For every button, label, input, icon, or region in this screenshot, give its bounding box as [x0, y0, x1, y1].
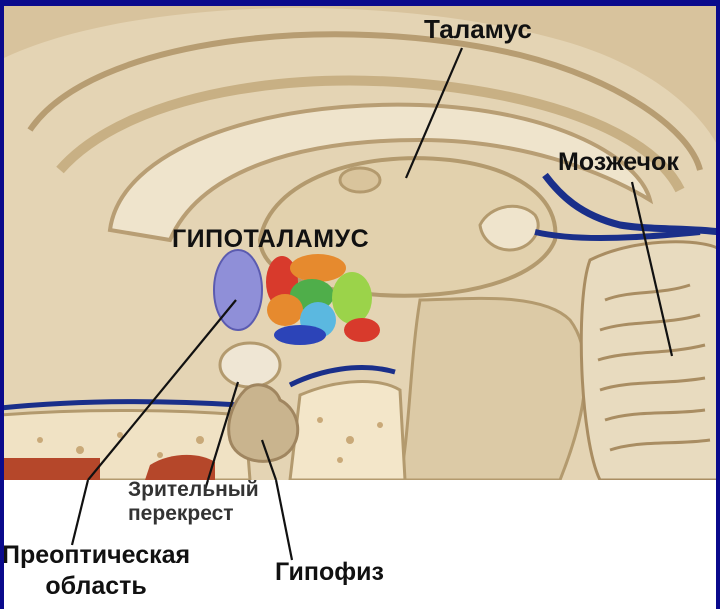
label-hypothalamus: ГИПОТАЛАМУС	[172, 227, 369, 252]
pointer-preoptic-lower	[72, 480, 88, 545]
pointer-pituitary-lower	[276, 480, 292, 560]
brainstem	[400, 298, 585, 480]
optic-chiasm-shape	[220, 343, 280, 387]
nucleus-lightgreen	[332, 272, 372, 324]
label-optic-chiasm: Зрительный перекрест	[128, 478, 259, 526]
label-optic-chiasm-line2: перекрест	[128, 502, 259, 526]
label-preoptic-area: Преоптическая область	[2, 540, 190, 603]
label-cerebellum: Мозжечок	[558, 150, 679, 175]
label-thalamus: Таламус	[424, 16, 532, 42]
sphenoid-bone	[290, 382, 405, 480]
nucleus-red-lower	[344, 318, 380, 342]
nucleus-orange-low	[267, 294, 303, 326]
nucleus-orange-top	[290, 254, 346, 282]
pineal-area	[480, 206, 538, 250]
nucleus-blue	[274, 325, 326, 345]
label-optic-chiasm-line1: Зрительный	[128, 478, 259, 502]
label-preoptic-line1: Преоптическая	[2, 540, 190, 571]
label-preoptic-line2: область	[2, 571, 190, 602]
thalamus-nucleus	[340, 168, 380, 192]
nasal-red-tissue	[0, 458, 100, 480]
label-pituitary: Гипофиз	[275, 560, 384, 585]
